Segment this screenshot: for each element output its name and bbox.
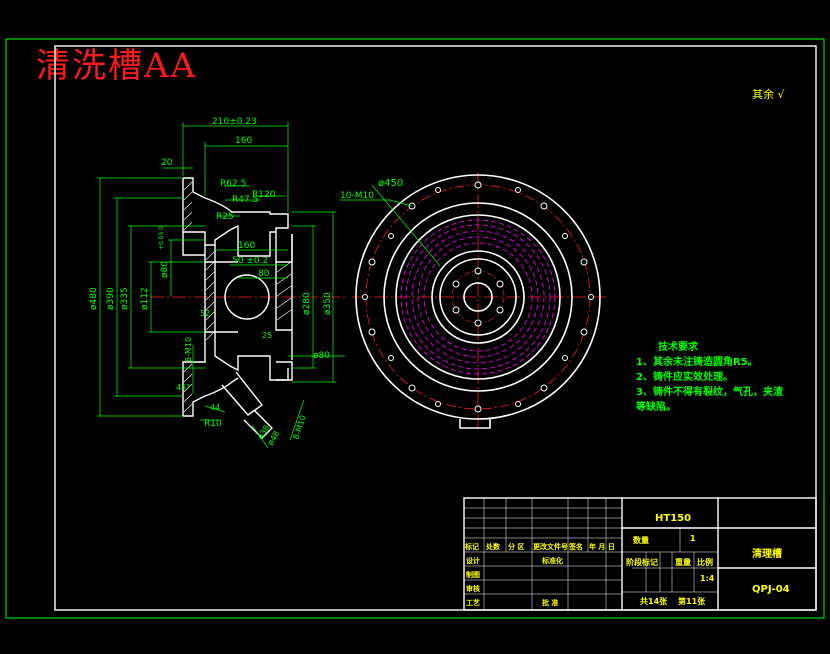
title-block: HT150 清理槽 QPJ-04 数量 1 阶段标记 重量 比例 1:4 共14… <box>463 497 817 611</box>
tb-drawing-label: 制图 <box>466 570 480 579</box>
tb-sheets-label: 共14张 <box>640 596 668 606</box>
dim-radius-r475: R47.5 <box>232 195 258 205</box>
tb-scale-label: 比例 <box>697 557 713 567</box>
dim-radius-r10: R10 <box>204 419 222 429</box>
tech-req-item: 2、铸件应实效处理。 <box>636 372 733 383</box>
tb-approve-label: 批 准 <box>542 598 558 607</box>
dim-flange-20: 20 <box>161 158 173 168</box>
tech-req-item: 3、铸件不得有裂纹，气孔，夹渣 <box>636 387 783 398</box>
dim-tol-80: +0.05 0 <box>158 226 165 250</box>
dim-radius-r25: R25 <box>216 212 234 222</box>
dim-radius-r625: R62.5 <box>220 179 246 189</box>
tech-req-item: 等缺陷。 <box>636 402 676 413</box>
tb-scale-value: 1:4 <box>700 574 715 583</box>
tb-quantity-value: 1 <box>690 534 696 543</box>
dim-overall-length: 210±0.23 <box>212 117 257 127</box>
tb-process-label: 工艺 <box>466 598 480 607</box>
dim-dia-350: ø350 <box>323 292 333 315</box>
tb-review-label: 审核 <box>466 584 480 593</box>
tb-drawing-no: QPJ-04 <box>752 584 790 595</box>
tb-material: HT150 <box>655 513 691 524</box>
surface-finish-icon: √ <box>777 88 785 101</box>
tb-rev-header-4: 签名 <box>568 542 583 551</box>
dim-len-160-mid: 160 <box>238 241 255 251</box>
dim-len-50: 50 ±0.2 <box>232 256 268 266</box>
inner-frame <box>54 45 817 611</box>
dim-angle-45: 45° <box>176 383 190 392</box>
tb-sheet-no-label: 第11张 <box>678 596 706 606</box>
tb-part-name: 清理槽 <box>752 547 782 560</box>
tech-req-heading: 技术要求 <box>658 342 698 353</box>
thread-left: 8-M10 <box>184 337 193 362</box>
end-view-dia-450: ø450 <box>378 178 403 189</box>
dim-dia-80: ø80 <box>160 261 170 278</box>
sheet-title: 清洗槽AA <box>36 46 198 86</box>
tech-req-item: 1、其余未注铸造圆角R5。 <box>636 357 758 368</box>
end-view-holes-note: 10-M10 <box>340 191 374 201</box>
tb-rev-header-3: 更改文件号 <box>533 542 568 551</box>
section-view: 210±0.23 160 20 R62.5 R47.5 R120 R25 160… <box>89 117 345 449</box>
tb-rev-header-1: 处数 <box>485 542 501 551</box>
dim-44: 44 <box>210 403 220 412</box>
tb-rev-header-5: 年 月 日 <box>589 542 615 551</box>
dim-length-160-top: 160 <box>235 136 252 146</box>
dim-dia-335: ø335 <box>120 287 130 310</box>
tb-rev-header-2: 分 区 <box>508 542 524 551</box>
dim-radius-r120: R120 <box>252 190 276 200</box>
dim-dia-390: ø390 <box>106 287 116 310</box>
tb-standard-label: 标准化 <box>541 556 563 565</box>
roughness-note: 其余 √ <box>752 88 785 101</box>
tb-design-label: 设计 <box>466 556 480 565</box>
tb-rev-header-0: 标记 <box>464 542 479 551</box>
tb-stage-mark-label: 阶段标记 <box>626 557 658 567</box>
dim-52: 52 <box>200 309 210 318</box>
dim-dia-280: ø280 <box>302 292 312 315</box>
dim-len-80: 80 <box>258 269 270 279</box>
dim-dia-112: ø112 <box>140 287 150 310</box>
thread-right: 8-M10 <box>291 414 307 441</box>
end-view: ø450 10-M10 <box>340 172 606 430</box>
outer-frame <box>5 38 825 619</box>
technical-requirements: 技术要求 1、其余未注铸造圆角R5。 2、铸件应实效处理。 3、铸件不得有裂纹，… <box>636 340 783 415</box>
dim-dia-480: ø480 <box>89 287 99 310</box>
dim-25: 25 <box>262 331 272 340</box>
tb-weight-label: 重量 <box>675 557 691 567</box>
tb-quantity-label: 数量 <box>633 535 649 545</box>
dim-dia-80-bottom: ø80 <box>313 351 330 361</box>
